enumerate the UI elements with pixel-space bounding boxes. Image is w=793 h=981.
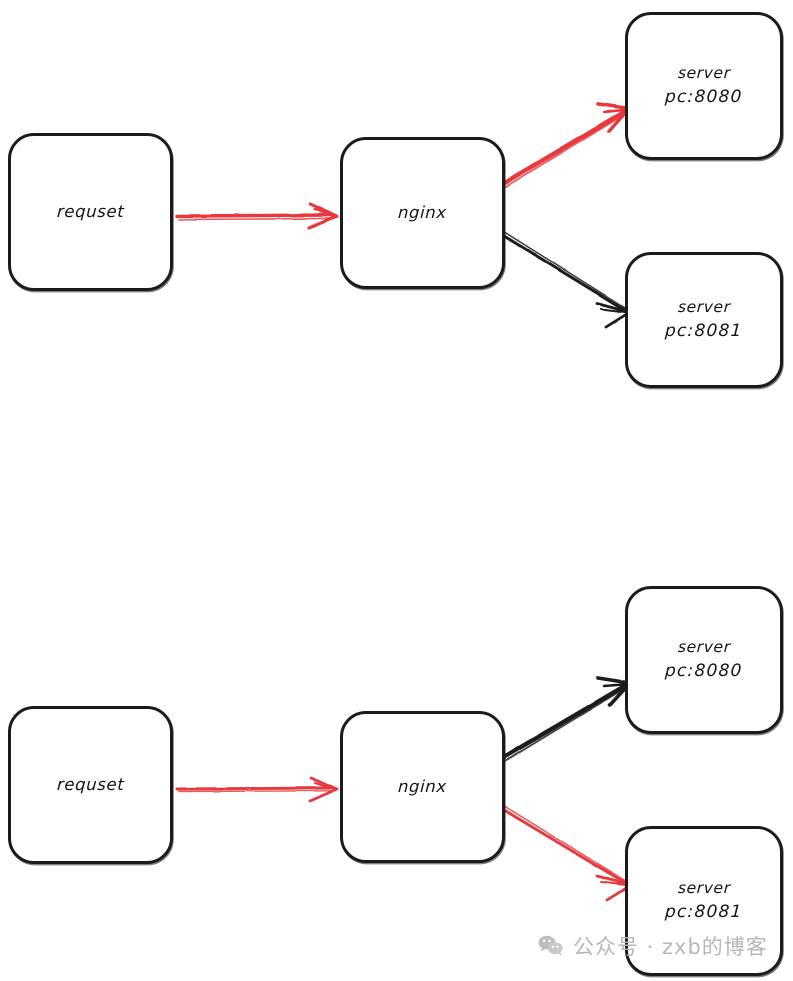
wechat-icon	[538, 935, 564, 957]
node-request-bottom[interactable]: requset	[8, 706, 173, 864]
node-request-top-label: requset	[56, 202, 125, 222]
node-server-8081-bottom-port: pc:8081	[664, 901, 744, 922]
node-server-8080-bottom-label: server	[677, 638, 731, 657]
watermark: 公众号 · zxb的博客	[538, 931, 768, 961]
node-server-8080-bottom-port: pc:8080	[664, 660, 744, 681]
node-server-8080-bottom[interactable]: server pc:8080	[625, 586, 783, 734]
node-nginx-top[interactable]: nginx	[340, 137, 505, 289]
node-server-8081-bottom[interactable]: server pc:8081	[625, 826, 783, 976]
panel-top-edges	[175, 102, 632, 329]
node-server-8081-bottom-label: server	[677, 879, 731, 898]
node-nginx-bottom-label: nginx	[397, 777, 448, 797]
edge-nginx-to-8081-bottom	[502, 806, 633, 902]
edge-request-to-nginx-top	[175, 202, 339, 230]
node-server-8080-top-port: pc:8080	[664, 86, 744, 107]
node-request-top[interactable]: requset	[8, 133, 173, 291]
node-nginx-top-label: nginx	[397, 203, 448, 223]
node-server-8081-top-port: pc:8081	[664, 320, 744, 341]
node-server-8080-top[interactable]: server pc:8080	[625, 12, 783, 160]
node-request-bottom-label: requset	[56, 775, 125, 795]
panel-bottom-edges	[175, 676, 633, 902]
edge-nginx-to-8081-top	[502, 232, 632, 329]
edge-nginx-to-8080-bottom	[501, 676, 632, 762]
node-nginx-bottom[interactable]: nginx	[340, 711, 505, 863]
node-server-8081-top[interactable]: server pc:8081	[625, 252, 783, 388]
node-server-8080-top-label: server	[677, 64, 731, 83]
edge-nginx-to-8080-top	[501, 102, 631, 188]
watermark-text: 公众号 · zxb的博客	[573, 935, 768, 959]
edge-request-to-nginx-bottom	[175, 776, 339, 803]
node-server-8081-top-label: server	[677, 298, 731, 317]
